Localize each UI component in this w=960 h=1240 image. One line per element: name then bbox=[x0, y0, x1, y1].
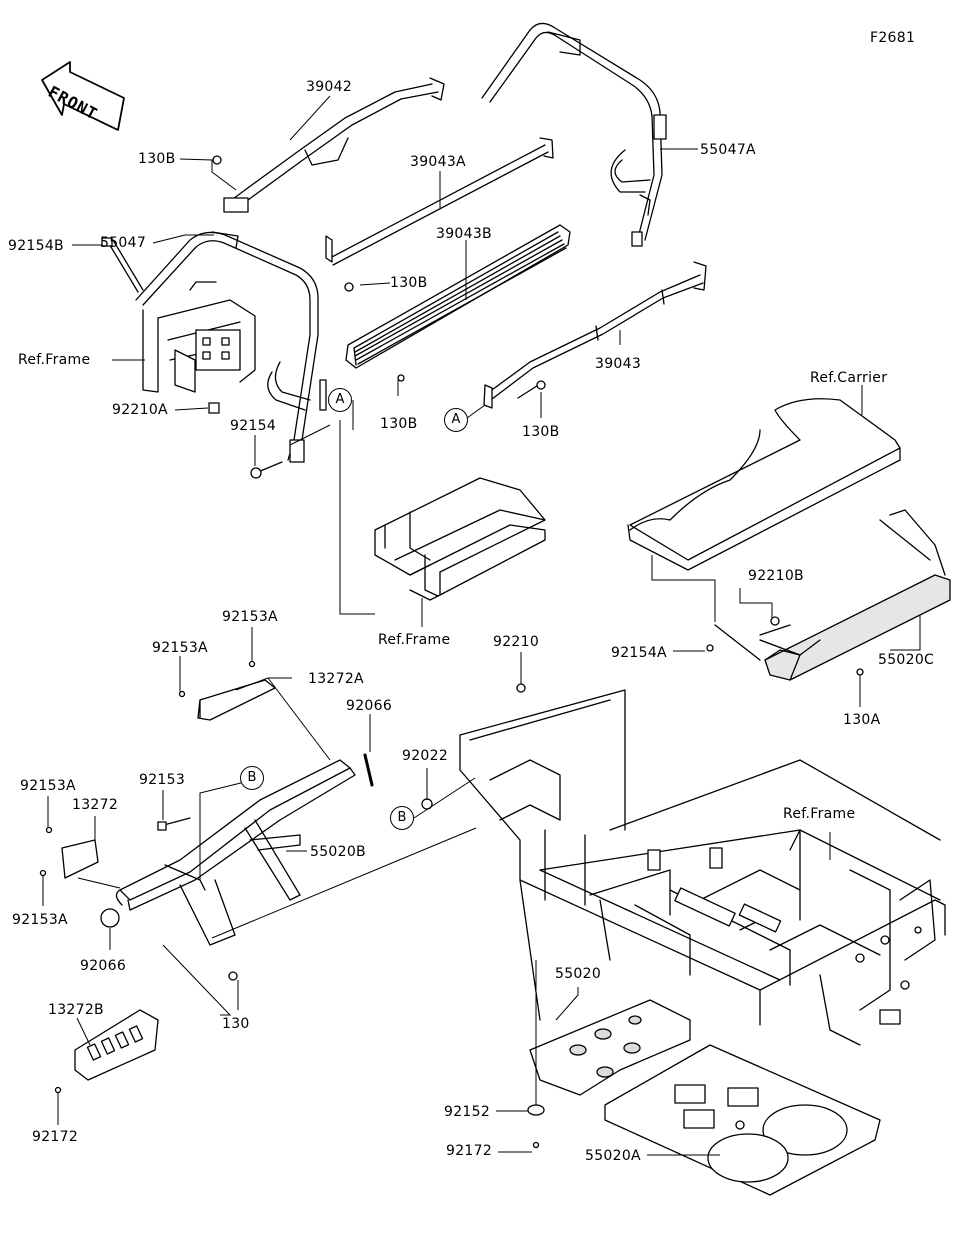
part-label-92066: 92066 bbox=[346, 698, 393, 714]
ref-frame-label: Ref.Frame bbox=[378, 632, 451, 648]
part-label-92153A: 92153A bbox=[152, 640, 208, 656]
part-label-130B: 130B bbox=[138, 151, 176, 167]
part-label-130B: 130B bbox=[522, 424, 560, 440]
part-label-39043: 39043 bbox=[595, 356, 642, 372]
callout-b: B bbox=[390, 806, 414, 830]
guard-55020C bbox=[714, 509, 951, 681]
part-label-92153A: 92153A bbox=[222, 609, 278, 625]
rail-39043 bbox=[483, 261, 707, 409]
part-label-39043A: 39043A bbox=[410, 154, 466, 170]
ref-carrier-label: Ref.Carrier bbox=[810, 370, 888, 386]
skid-13272B bbox=[74, 1009, 159, 1081]
callout-b: B bbox=[240, 766, 264, 790]
rear-frame-mid bbox=[374, 477, 546, 601]
carrier-panel bbox=[627, 398, 901, 571]
part-label-92210: 92210 bbox=[493, 634, 540, 650]
part-label-130B: 130B bbox=[380, 416, 418, 432]
part-label-92172: 92172 bbox=[32, 1129, 79, 1145]
part-label-92154: 92154 bbox=[230, 418, 277, 434]
callout-a: A bbox=[444, 408, 468, 432]
part-label-92210A: 92210A bbox=[112, 402, 168, 418]
leader-lines bbox=[42, 95, 921, 1156]
skid-55020 bbox=[529, 999, 691, 1096]
front-arrow-icon bbox=[41, 61, 125, 131]
ref-frame-label: Ref.Frame bbox=[18, 352, 91, 368]
rail-39043A bbox=[325, 137, 554, 266]
ref-frame-label: Ref.Frame bbox=[783, 806, 856, 822]
diagram-id: F2681 bbox=[870, 30, 916, 46]
part-label-130: 130 bbox=[222, 1016, 250, 1032]
rollbar-55047A bbox=[481, 22, 667, 247]
part-label-39042: 39042 bbox=[306, 79, 353, 95]
part-label-92066: 92066 bbox=[80, 958, 127, 974]
hardware-fasteners bbox=[39, 155, 864, 1149]
part-label-92153A: 92153A bbox=[12, 912, 68, 928]
skid-55020A bbox=[604, 1044, 881, 1196]
part-label-130A: 130A bbox=[843, 712, 881, 728]
guard-39043B bbox=[345, 224, 571, 369]
part-label-39043B: 39043B bbox=[436, 226, 492, 242]
part-label-55020: 55020 bbox=[555, 966, 602, 982]
part-label-92172: 92172 bbox=[446, 1143, 493, 1159]
part-label-13272B: 13272B bbox=[48, 1002, 104, 1018]
bracket-13272 bbox=[61, 839, 99, 879]
part-label-92154A: 92154A bbox=[611, 645, 667, 661]
guard-55020B bbox=[115, 759, 356, 946]
part-label-92153A: 92153A bbox=[20, 778, 76, 794]
frame-bracket-front bbox=[101, 237, 256, 393]
part-label-92154B: 92154B bbox=[8, 238, 64, 254]
main-chassis-frame bbox=[459, 689, 946, 1046]
part-label-92153: 92153 bbox=[139, 772, 186, 788]
part-label-92152: 92152 bbox=[444, 1104, 491, 1120]
part-label-13272: 13272 bbox=[72, 797, 119, 813]
part-label-55020B: 55020B bbox=[310, 844, 366, 860]
part-label-13272A: 13272A bbox=[308, 671, 364, 687]
part-label-55020A: 55020A bbox=[585, 1148, 641, 1164]
part-label-55047: 55047 bbox=[100, 235, 147, 251]
callout-a: A bbox=[328, 388, 352, 412]
rail-39042 bbox=[223, 77, 445, 213]
part-label-55020C: 55020C bbox=[878, 652, 935, 668]
part-label-130B: 130B bbox=[390, 275, 428, 291]
part-label-55047A: 55047A bbox=[700, 142, 756, 158]
part-label-92022: 92022 bbox=[402, 748, 449, 764]
part-label-92210B: 92210B bbox=[748, 568, 804, 584]
bracket-13272A bbox=[197, 679, 276, 721]
